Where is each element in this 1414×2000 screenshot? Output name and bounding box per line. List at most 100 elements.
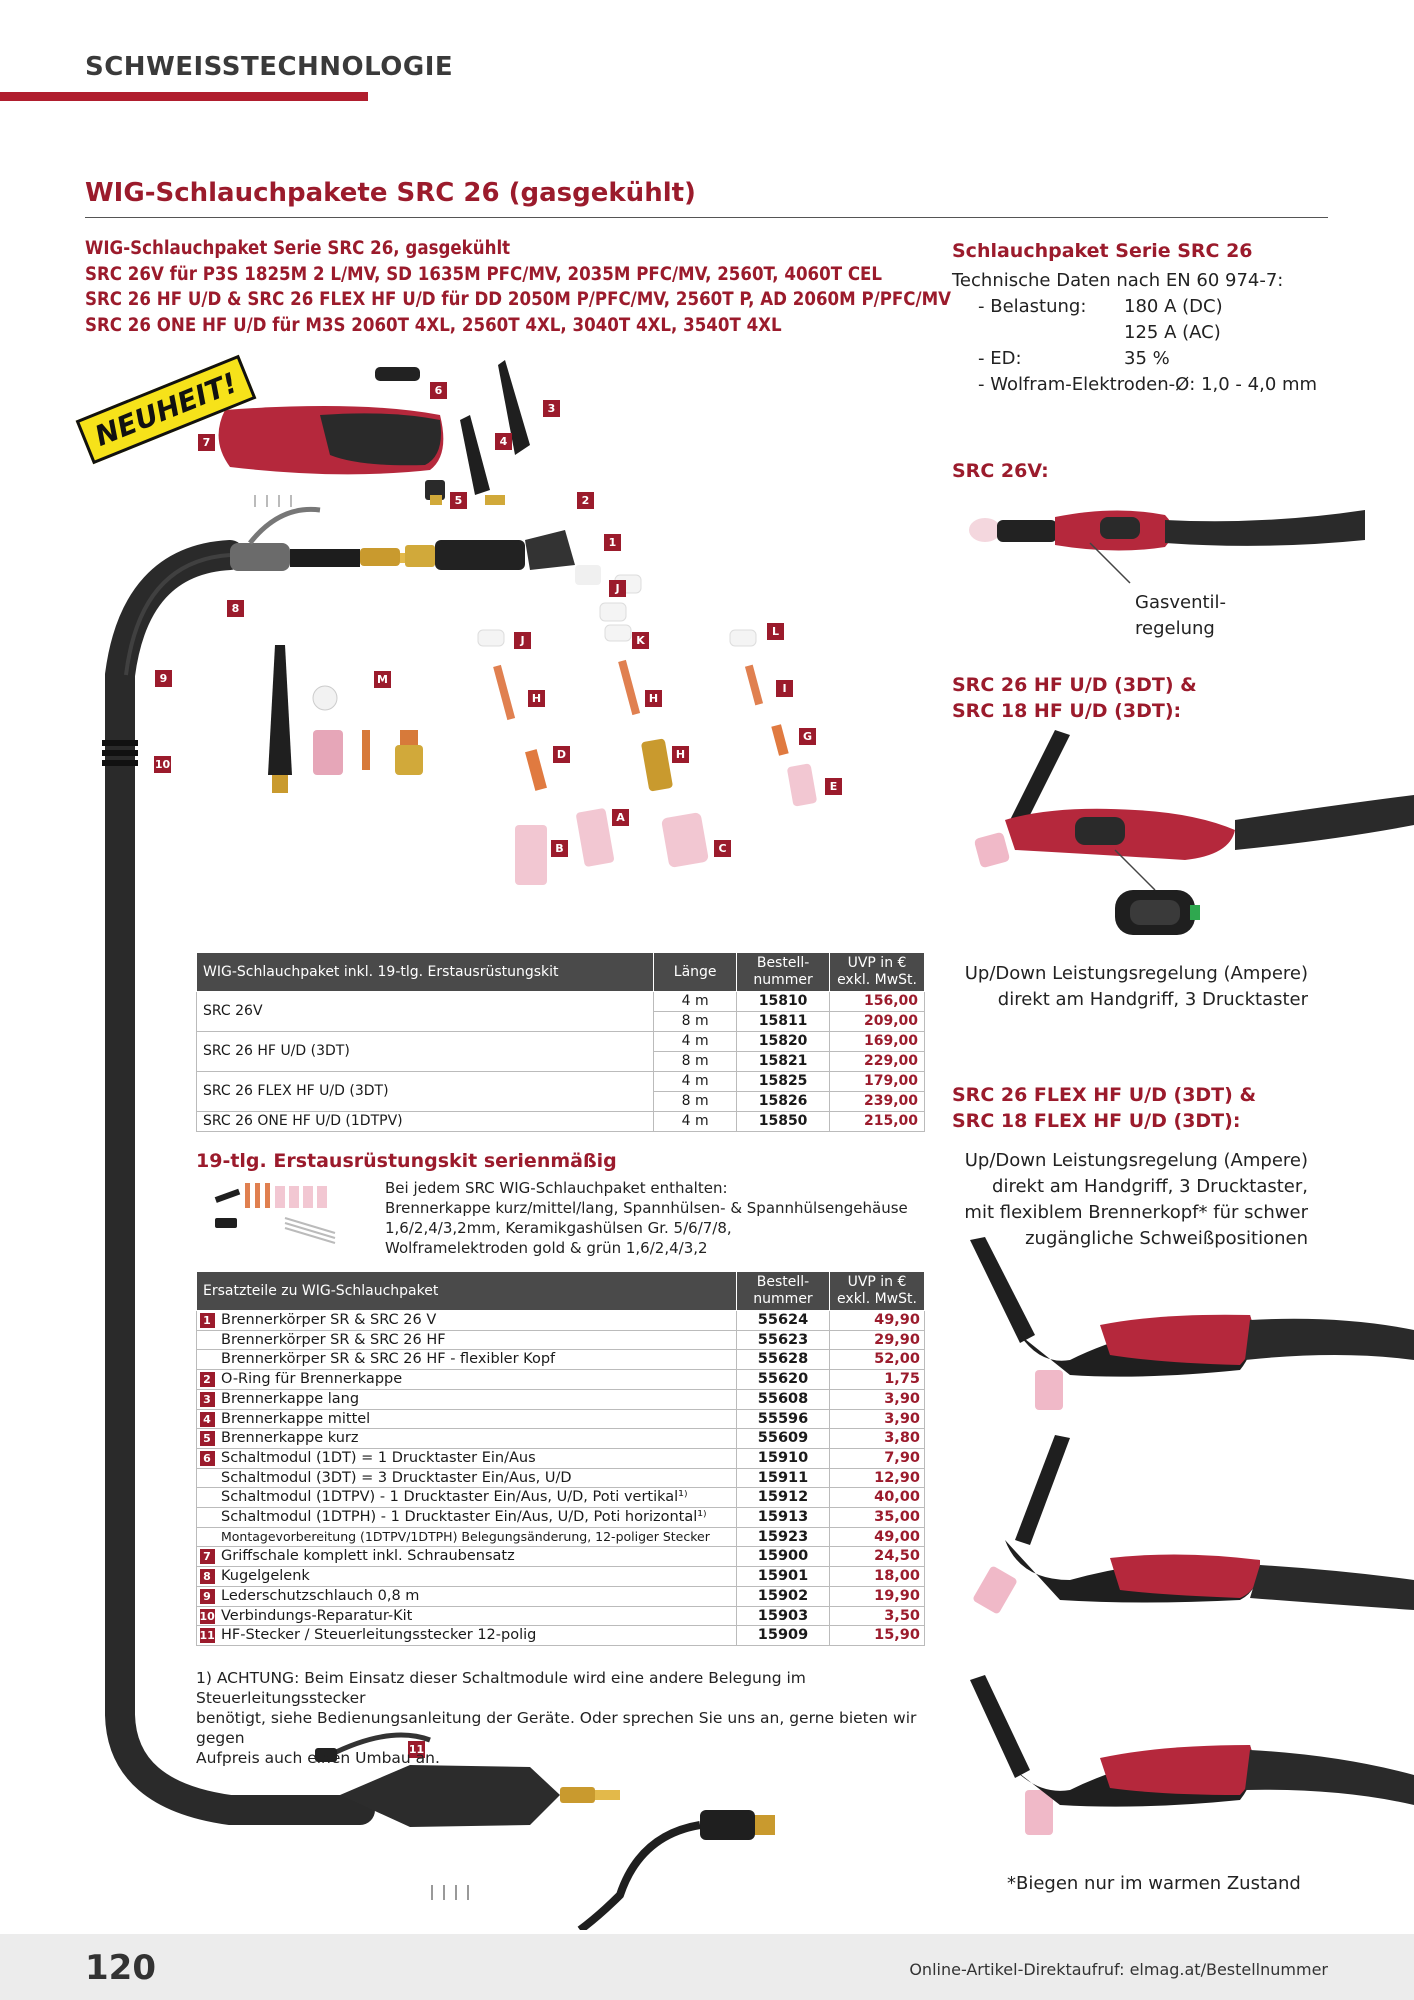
part-tag: D <box>553 746 570 763</box>
order-number: 15911 <box>736 1467 830 1489</box>
part-tag: 6 <box>430 382 447 399</box>
price: 169,00 <box>829 1031 925 1052</box>
specs-block: Technische Daten nach EN 60 974-7: - Bel… <box>952 268 1317 398</box>
part-name: Kugelgelenk <box>217 1566 737 1587</box>
part-number-badge: 9 <box>199 1588 215 1604</box>
part-number-badge: 11 <box>199 1628 215 1644</box>
part-number-cell: 6 <box>196 1447 217 1469</box>
footnote-line: 1) ACHTUNG: Beim Einsatz dieser Schaltmo… <box>196 1669 806 1707</box>
src26v-heading: SRC 26V: <box>952 460 1049 482</box>
price: 19,90 <box>829 1585 925 1607</box>
hf-heading: SRC 26 HF U/D (3DT) & SRC 18 HF U/D (3DT… <box>952 672 1197 724</box>
src26v-torch-image <box>969 510 1365 584</box>
col-header: UVP in € exkl. MwSt. <box>829 952 925 992</box>
table-row: 8 m 15811 209,00 <box>197 1011 925 1032</box>
part-number-badge: 4 <box>199 1411 215 1427</box>
part-tag: L <box>767 623 784 640</box>
flex-torch-image-1 <box>970 1237 1414 1410</box>
spec-label: - Belastung: <box>978 296 1087 317</box>
price: 3,50 <box>829 1605 925 1627</box>
table-row: Schaltmodul (1DTPH) - 1 Drucktaster Ein/… <box>196 1507 925 1528</box>
part-name: Montagevorbereitung (1DTPV/1DTPH) Belegu… <box>217 1526 737 1548</box>
part-name: Schaltmodul (1DTPV) - 1 Drucktaster Ein/… <box>217 1487 737 1509</box>
part-tag: 2 <box>577 492 594 509</box>
footnote-line: Aufpreis auch einen Umbau an. <box>196 1749 440 1767</box>
flex-caption-line: direkt am Handgriff, 3 Drucktaster, <box>992 1176 1308 1197</box>
flex-heading: SRC 26 FLEX HF U/D (3DT) & SRC 18 FLEX H… <box>952 1082 1256 1134</box>
price: 1,75 <box>829 1369 925 1390</box>
part-number-badge: 8 <box>199 1569 215 1585</box>
flex-caption-line: mit flexiblem Brennerkopf* für schwer <box>964 1202 1308 1223</box>
price: 239,00 <box>829 1091 925 1112</box>
part-number-badge: 7 <box>199 1549 215 1565</box>
order-number: 55608 <box>736 1388 830 1410</box>
part-number-cell: 5 <box>196 1428 217 1449</box>
part-name: O-Ring für Brennerkappe <box>217 1369 737 1390</box>
subtitle-line: SRC 26V für P3S 1825M 2 L/MV, SD 1635M P… <box>85 263 883 285</box>
part-tag: 8 <box>227 600 244 617</box>
order-number: 55623 <box>736 1329 830 1351</box>
hf-heading-line: SRC 18 HF U/D (3DT): <box>952 700 1182 722</box>
price: 49,90 <box>829 1310 925 1331</box>
part-name: Schaltmodul (1DTPH) - 1 Drucktaster Ein/… <box>217 1507 737 1528</box>
price: 179,00 <box>829 1071 925 1092</box>
part-name: Lederschutzschlauch 0,8 m <box>217 1585 737 1607</box>
part-name: Brennerkörper SR & SRC 26 V <box>217 1310 737 1331</box>
part-tag: K <box>632 632 649 649</box>
gasventil-caption: Gasventil- regelung <box>1135 590 1226 642</box>
footer-url: Online-Artikel-Direktaufruf: elmag.at/Be… <box>909 1960 1328 1979</box>
part-tag: 10 <box>154 756 171 773</box>
order-number: 15825 <box>736 1071 831 1092</box>
order-number: 15913 <box>736 1507 830 1528</box>
order-number: 55628 <box>736 1349 830 1371</box>
part-number-badge: 1 <box>199 1313 215 1328</box>
part-tag: J <box>609 580 626 597</box>
length: 4 m <box>653 1111 738 1132</box>
part-name: Brennerkörper SR & SRC 26 HF - flexibler… <box>217 1349 737 1371</box>
torch-assembly-illustration <box>102 360 817 1930</box>
kit-line: Bei jedem SRC WIG-Schlauchpaket enthalte… <box>385 1179 728 1197</box>
product-name: SRC 26 ONE HF U/D (1DTPV) <box>195 1111 655 1132</box>
length: 4 m <box>653 1071 738 1092</box>
col-header: WIG-Schlauchpaket inkl. 19-tlg. Erstausr… <box>195 952 655 992</box>
price: 7,90 <box>829 1447 925 1469</box>
kit-line: Wolframelektroden gold & grün 1,6/2,4/3,… <box>385 1239 708 1257</box>
order-number: 55596 <box>736 1408 830 1430</box>
section-heading: SCHWEISSTECHNOLOGIE <box>85 52 454 82</box>
hf-torch-image <box>974 730 1414 935</box>
table-row: 8 m 15826 239,00 <box>197 1091 925 1112</box>
part-number-badge: 3 <box>199 1391 215 1407</box>
part-name: HF-Stecker / Steuerleitungsstecker 12-po… <box>217 1625 737 1646</box>
part-name: Verbindungs-Reparatur-Kit <box>217 1605 737 1627</box>
part-number-badge: 2 <box>199 1372 215 1388</box>
part-name: Schaltmodul (1DT) = 1 Drucktaster Ein/Au… <box>217 1447 737 1469</box>
order-number: 15810 <box>736 991 831 1012</box>
length: 4 m <box>653 1031 738 1052</box>
hose-package-table: WIG-Schlauchpaket inkl. 19-tlg. Erstausr… <box>195 952 925 1132</box>
subtitle-line: WIG-Schlauchpaket Serie SRC 26, gasgeküh… <box>85 238 511 259</box>
price: 49,00 <box>829 1526 925 1548</box>
part-number-cell: 3 <box>196 1388 217 1410</box>
section-accent-bar <box>0 92 368 101</box>
part-name: Brennerkappe kurz <box>217 1428 737 1449</box>
part-number-cell <box>196 1349 217 1371</box>
part-tag: G <box>799 728 816 745</box>
part-number-cell <box>196 1526 217 1548</box>
product-name: SRC 26 HF U/D (3DT) <box>195 1031 655 1072</box>
part-number-badge: 5 <box>199 1431 215 1447</box>
price: 3,80 <box>829 1428 925 1449</box>
table-row: Schaltmodul (1DTPV) - 1 Drucktaster Ein/… <box>196 1487 925 1509</box>
part-number-cell <box>196 1329 217 1351</box>
spare-parts-table: Ersatzteile zu WIG-Schlauchpaket Bestell… <box>196 1271 925 1646</box>
gasventil-line: regelung <box>1135 618 1215 639</box>
part-name: Schaltmodul (3DT) = 3 Drucktaster Ein/Au… <box>217 1467 737 1489</box>
price: 215,00 <box>829 1111 925 1132</box>
spec-tungsten: - Wolfram-Elektroden-Ø: 1,0 - 4,0 mm <box>978 374 1318 395</box>
part-tag: 11 <box>408 1741 425 1758</box>
flex-heading-line: SRC 18 FLEX HF U/D (3DT): <box>952 1110 1241 1132</box>
